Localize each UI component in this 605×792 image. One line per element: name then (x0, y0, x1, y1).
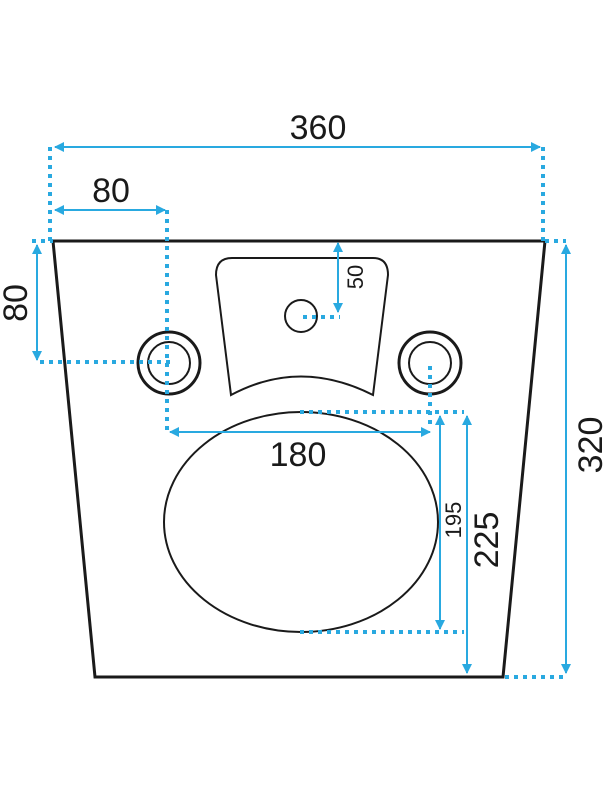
label-total-depth: 320 (572, 417, 605, 474)
label-bowl-length: 195 (441, 502, 466, 539)
toilet-outline (51, 239, 547, 679)
label-hole-offset-y: 80 (0, 284, 35, 322)
label-inlet-offset: 50 (343, 265, 368, 289)
label-hole-offset-x: 80 (92, 172, 130, 210)
flush-inlet-area (214, 257, 390, 397)
extension-lines (32, 147, 566, 679)
label-total-width: 360 (290, 109, 347, 147)
inlet-hole (284, 299, 318, 333)
label-bowl-to-front: 225 (468, 512, 506, 569)
label-hole-spacing: 180 (270, 436, 327, 474)
